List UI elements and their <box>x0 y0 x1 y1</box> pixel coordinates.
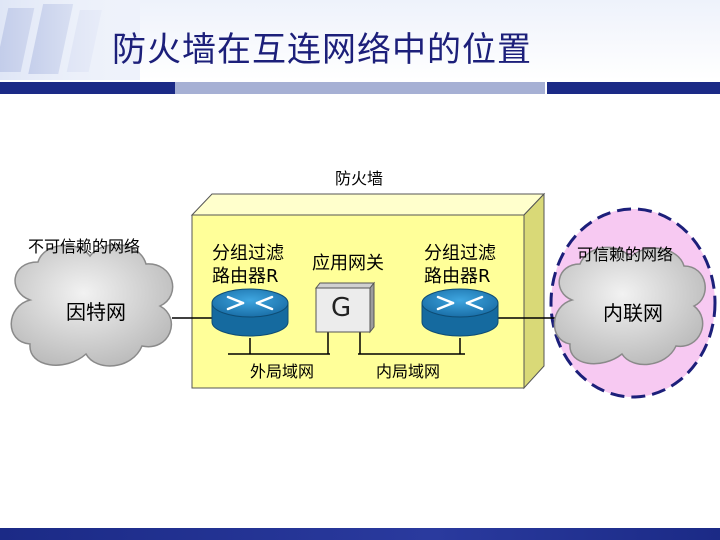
slide-title: 防火墙在互连网络中的位置 <box>112 30 532 70</box>
gateway-box <box>314 281 376 334</box>
title-bar-segment <box>175 82 545 94</box>
title-bar-segment <box>545 82 720 94</box>
trusted-network-caption: 可信赖的网络 <box>577 245 674 264</box>
untrusted-network-caption: 不可信赖的网络 <box>28 237 141 256</box>
title-bar-segment <box>0 82 175 94</box>
intranet-cloud <box>553 246 706 366</box>
router-right-label-line1: 分组过滤 <box>424 243 496 264</box>
bottom-bar <box>0 528 720 540</box>
header-decoration <box>0 0 140 80</box>
outer-lan-label: 外局域网 <box>250 362 315 381</box>
firewall-label: 防火墙 <box>335 169 384 188</box>
internet-cloud <box>10 243 174 367</box>
gateway-label: 应用网关 <box>312 253 384 274</box>
slide-header: 防火墙在互连网络中的位置 <box>0 0 720 80</box>
internet-label: 因特网 <box>66 300 126 324</box>
router-left-label-line1: 分组过滤 <box>212 243 284 264</box>
router-left-icon <box>211 288 289 337</box>
router-right-icon <box>421 288 499 337</box>
gateway-box-text: G <box>331 293 352 323</box>
inner-lan-label: 内局域网 <box>376 362 441 381</box>
intranet-label: 内联网 <box>603 301 663 325</box>
router-left-label-line2: 路由器R <box>212 266 279 287</box>
router-right-label-line2: 路由器R <box>424 266 491 287</box>
title-underline-bar <box>0 82 720 94</box>
